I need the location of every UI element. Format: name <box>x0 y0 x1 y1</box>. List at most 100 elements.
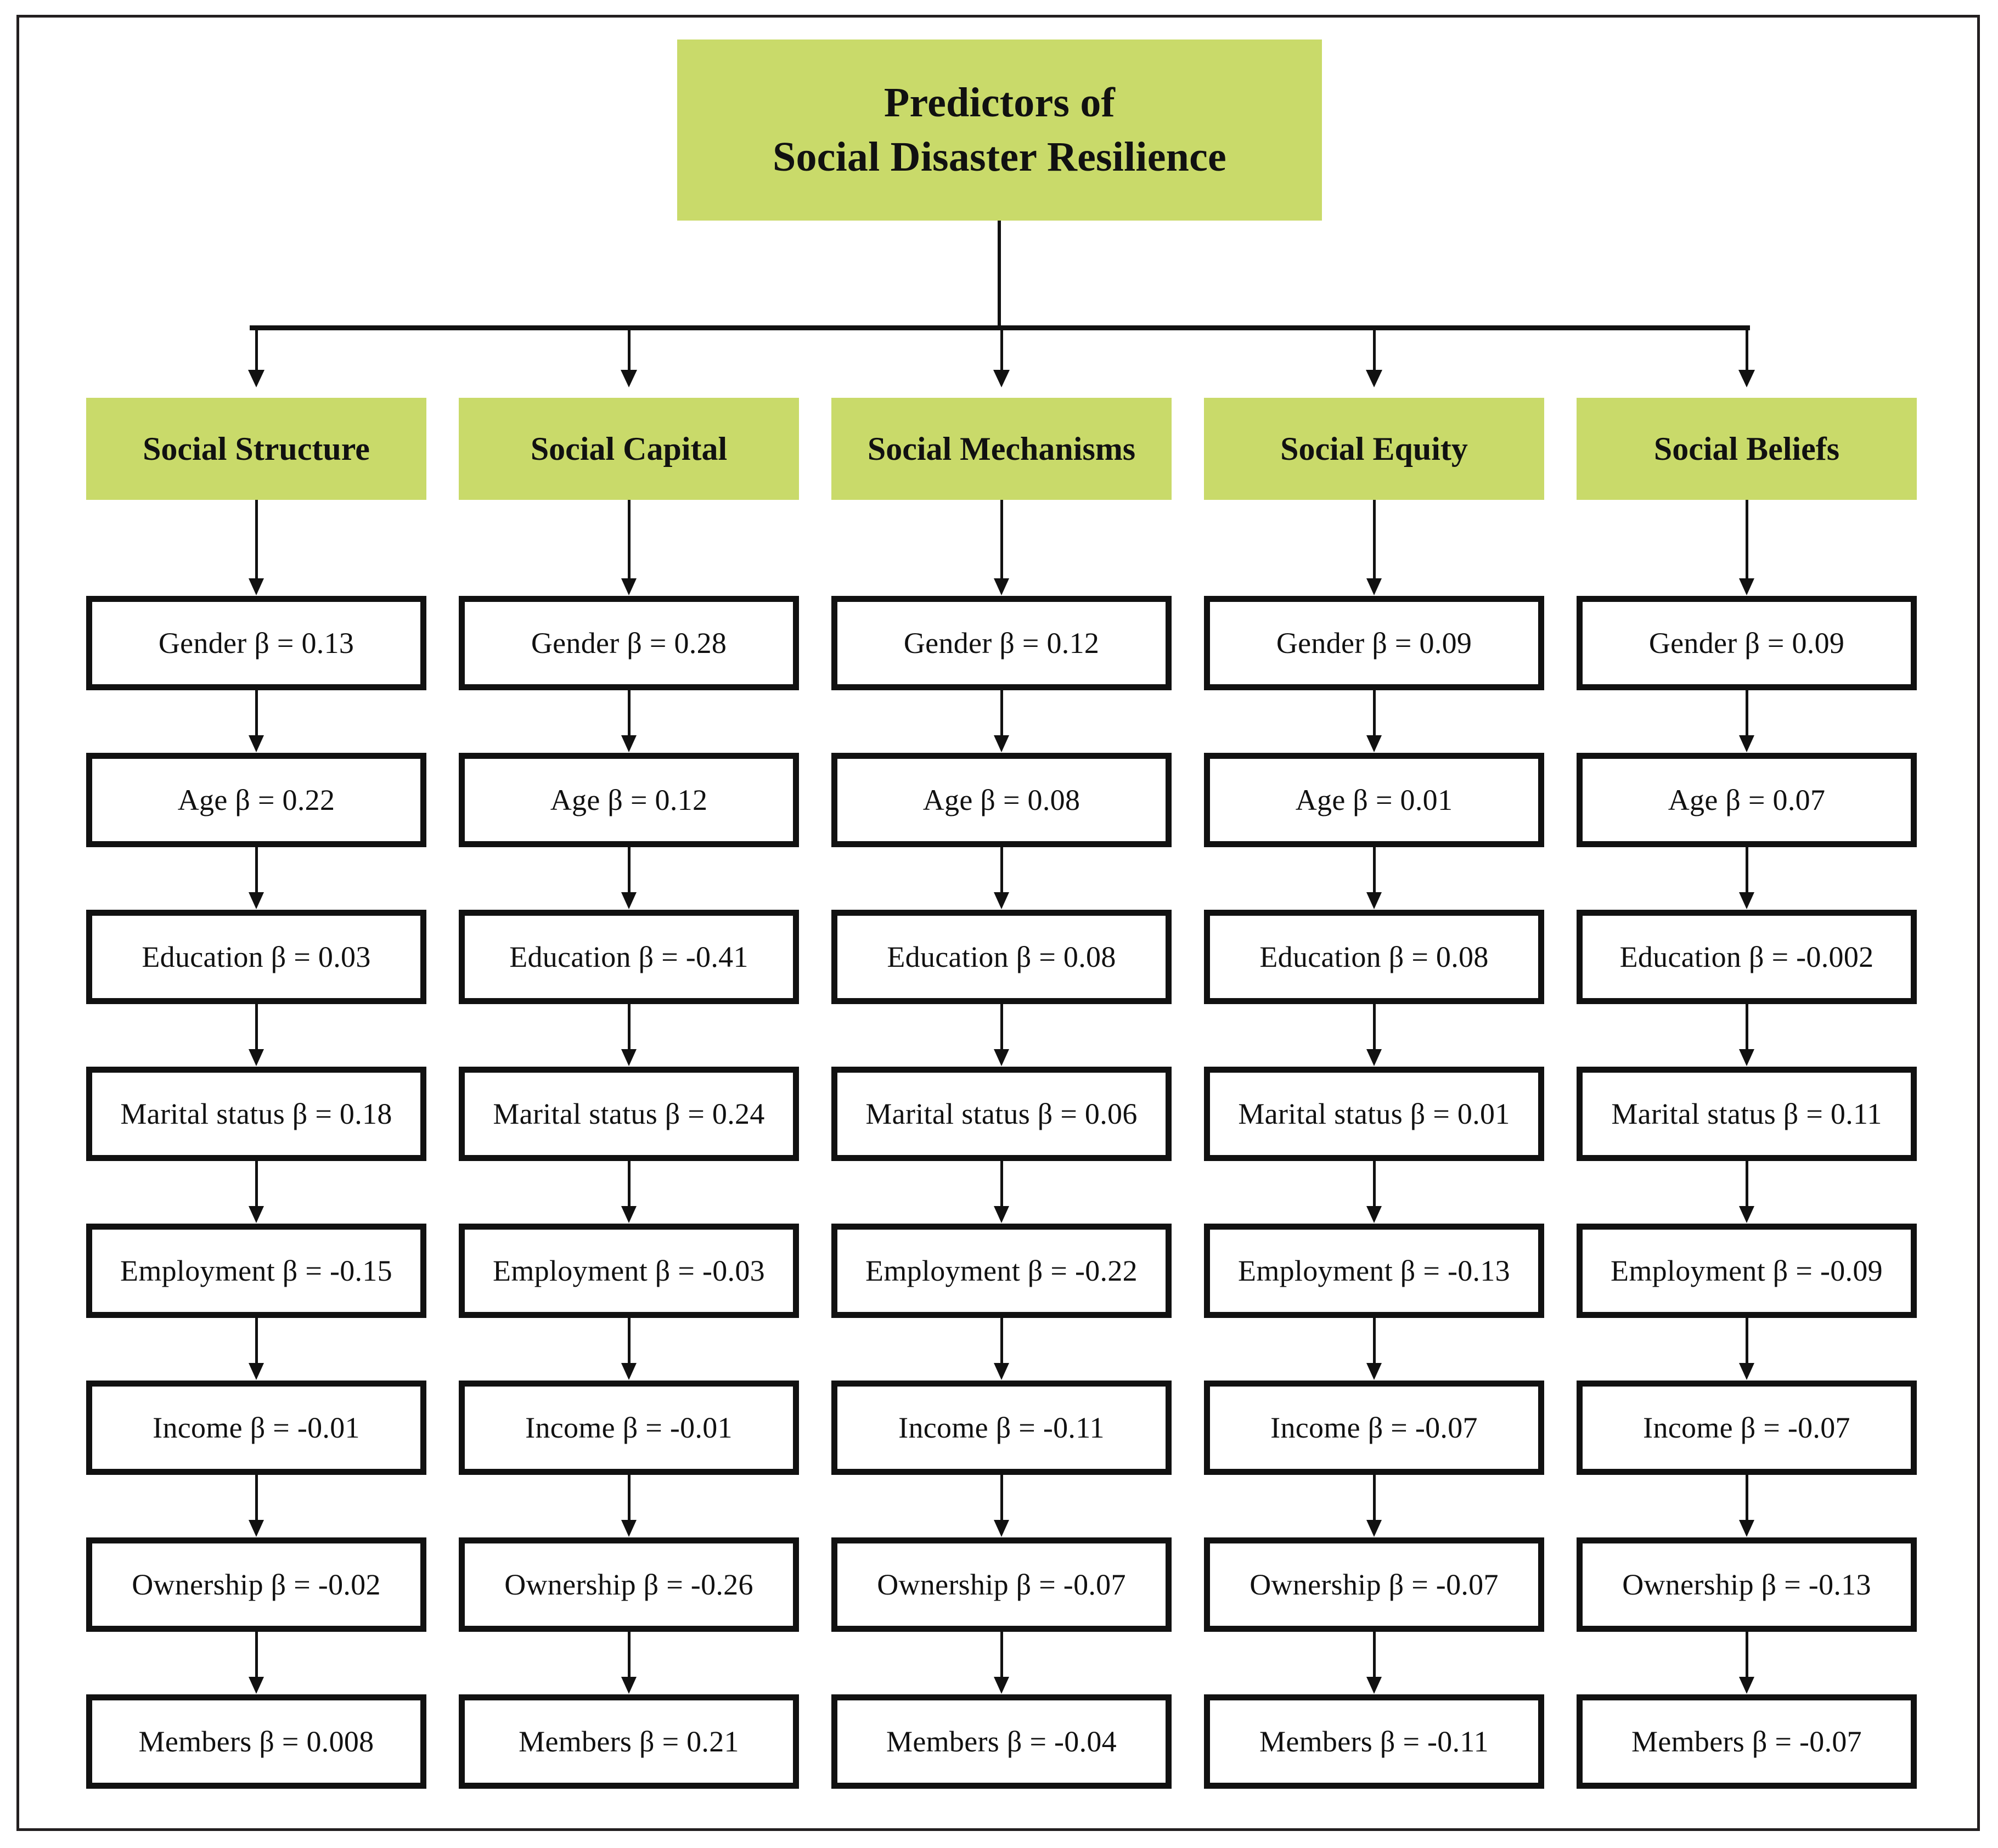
arrow-head-icon <box>1366 578 1382 595</box>
predictor-beta-label: Age β = 0.08 <box>922 784 1080 816</box>
predictor-beta-label: Marital status β = 0.11 <box>1611 1097 1882 1130</box>
predictor-box-3-members: Members β = -0.04 <box>831 1694 1172 1789</box>
arrow-head-icon <box>993 370 1010 387</box>
connector-arrow-4-row-2-to-row-3 <box>1366 847 1382 909</box>
connector-arrow-2-row-6-to-row-7 <box>621 1475 637 1537</box>
predictor-box-4-members: Members β = -0.11 <box>1204 1694 1544 1789</box>
predictor-beta-label: Age β = 0.01 <box>1295 784 1453 816</box>
predictor-box-5-marital-status: Marital status β = 0.11 <box>1577 1067 1917 1161</box>
horizontal-bus-connector <box>250 325 1750 330</box>
predictor-beta-label: Marital status β = 0.24 <box>493 1097 765 1130</box>
predictor-box-1-marital-status: Marital status β = 0.18 <box>86 1067 426 1161</box>
predictor-box-2-members: Members β = 0.21 <box>459 1694 799 1789</box>
connector-arrow-5-row-2-to-row-3 <box>1739 847 1754 909</box>
connector-arrow-1-row-6-to-row-7 <box>249 1475 264 1537</box>
arrow-head-icon <box>994 1206 1009 1223</box>
predictor-box-4-marital-status: Marital status β = 0.01 <box>1204 1067 1544 1161</box>
arrow-head-icon <box>1739 1049 1754 1066</box>
predictor-beta-label: Members β = -0.07 <box>1631 1725 1862 1758</box>
connector-arrow-2-header-to-row-1 <box>621 500 637 595</box>
branch-arrow-3 <box>993 329 1010 387</box>
predictor-beta-label: Education β = 0.08 <box>887 940 1116 973</box>
predictor-box-5-ownership: Ownership β = -0.13 <box>1577 1537 1917 1632</box>
arrow-head-icon <box>1739 1520 1754 1537</box>
connector-arrow-4-row-7-to-row-8 <box>1366 1632 1382 1694</box>
branch-arrow-1 <box>248 329 264 387</box>
predictor-box-5-education: Education β = -0.002 <box>1577 910 1917 1004</box>
arrow-head-icon <box>621 578 637 595</box>
branch-arrow-5 <box>1738 329 1755 387</box>
predictor-beta-label: Gender β = 0.09 <box>1648 627 1845 660</box>
predictor-beta-label: Education β = -0.002 <box>1619 940 1874 973</box>
predictor-box-2-employment: Employment β = -0.03 <box>459 1224 799 1318</box>
predictor-box-4-ownership: Ownership β = -0.07 <box>1204 1537 1544 1632</box>
connector-arrow-4-row-1-to-row-2 <box>1366 690 1382 752</box>
predictor-box-2-marital-status: Marital status β = 0.24 <box>459 1067 799 1161</box>
predictor-beta-label: Marital status β = 0.06 <box>865 1097 1138 1130</box>
arrow-head-icon <box>1366 1677 1382 1694</box>
predictor-box-1-education: Education β = 0.03 <box>86 910 426 1004</box>
predictor-box-5-employment: Employment β = -0.09 <box>1577 1224 1917 1318</box>
predictor-beta-label: Members β = 0.008 <box>138 1725 374 1758</box>
category-header-social-capital: Social Capital <box>459 398 799 500</box>
predictor-beta-label: Gender β = 0.12 <box>903 627 1100 660</box>
arrow-head-icon <box>1366 1520 1382 1537</box>
arrow-head-icon <box>1739 1677 1754 1694</box>
arrow-head-icon <box>249 1677 264 1694</box>
category-header-social-structure: Social Structure <box>86 398 426 500</box>
arrow-head-icon <box>249 735 264 752</box>
predictor-beta-label: Employment β = -0.22 <box>865 1254 1138 1287</box>
arrow-head-icon <box>621 1363 637 1380</box>
predictor-box-1-income: Income β = -0.01 <box>86 1381 426 1475</box>
predictor-box-4-age: Age β = 0.01 <box>1204 753 1544 847</box>
arrow-head-icon <box>994 578 1009 595</box>
category-header-label: Social Beliefs <box>1653 430 1840 467</box>
arrow-head-icon <box>249 578 264 595</box>
arrow-head-icon <box>249 1520 264 1537</box>
predictor-beta-label: Marital status β = 0.01 <box>1238 1097 1510 1130</box>
connector-arrow-2-row-4-to-row-5 <box>621 1161 637 1223</box>
connector-arrow-1-row-7-to-row-8 <box>249 1632 264 1694</box>
predictor-box-2-education: Education β = -0.41 <box>459 910 799 1004</box>
predictor-beta-label: Employment β = -0.13 <box>1238 1254 1510 1287</box>
predictor-box-4-employment: Employment β = -0.13 <box>1204 1224 1544 1318</box>
predictor-beta-label: Employment β = -0.09 <box>1611 1254 1883 1287</box>
arrow-head-icon <box>1739 892 1754 909</box>
connector-arrow-1-row-1-to-row-2 <box>249 690 264 752</box>
connector-arrow-4-header-to-row-1 <box>1366 500 1382 595</box>
predictor-beta-label: Income β = -0.01 <box>525 1411 733 1444</box>
predictor-box-3-age: Age β = 0.08 <box>831 753 1172 847</box>
arrow-head-icon <box>249 1049 264 1066</box>
arrow-head-icon <box>248 370 264 387</box>
predictor-box-5-income: Income β = -0.07 <box>1577 1381 1917 1475</box>
connector-arrow-5-row-6-to-row-7 <box>1739 1475 1754 1537</box>
predictor-box-5-gender: Gender β = 0.09 <box>1577 596 1917 690</box>
predictor-box-2-gender: Gender β = 0.28 <box>459 596 799 690</box>
predictor-beta-label: Income β = -0.07 <box>1270 1411 1478 1444</box>
connector-arrow-2-row-5-to-row-6 <box>621 1318 637 1380</box>
connector-arrow-2-row-2-to-row-3 <box>621 847 637 909</box>
predictor-box-3-marital-status: Marital status β = 0.06 <box>831 1067 1172 1161</box>
connector-arrow-1-row-3-to-row-4 <box>249 1004 264 1066</box>
connector-arrow-4-row-6-to-row-7 <box>1366 1475 1382 1537</box>
predictor-beta-label: Ownership β = -0.07 <box>1250 1568 1499 1601</box>
connector-arrow-5-row-3-to-row-4 <box>1739 1004 1754 1066</box>
predictor-box-1-gender: Gender β = 0.13 <box>86 596 426 690</box>
arrow-head-icon <box>1366 892 1382 909</box>
predictor-beta-label: Education β = 0.03 <box>142 940 371 973</box>
predictor-box-2-age: Age β = 0.12 <box>459 753 799 847</box>
predictor-box-1-members: Members β = 0.008 <box>86 1694 426 1789</box>
predictor-beta-label: Marital status β = 0.18 <box>120 1097 392 1130</box>
connector-arrow-5-header-to-row-1 <box>1739 500 1754 595</box>
arrow-head-icon <box>1739 1363 1754 1380</box>
title-line-1: Predictors of <box>883 80 1116 126</box>
arrow-head-icon <box>994 1520 1009 1537</box>
connector-arrow-4-row-3-to-row-4 <box>1366 1004 1382 1066</box>
root-node-title-box: Predictors of Social Disaster Resilience <box>677 40 1322 221</box>
predictor-box-3-employment: Employment β = -0.22 <box>831 1224 1172 1318</box>
predictor-beta-label: Employment β = -0.03 <box>493 1254 765 1287</box>
predictor-beta-label: Income β = -0.01 <box>153 1411 360 1444</box>
connector-arrow-2-row-7-to-row-8 <box>621 1632 637 1694</box>
arrow-head-icon <box>621 1206 637 1223</box>
